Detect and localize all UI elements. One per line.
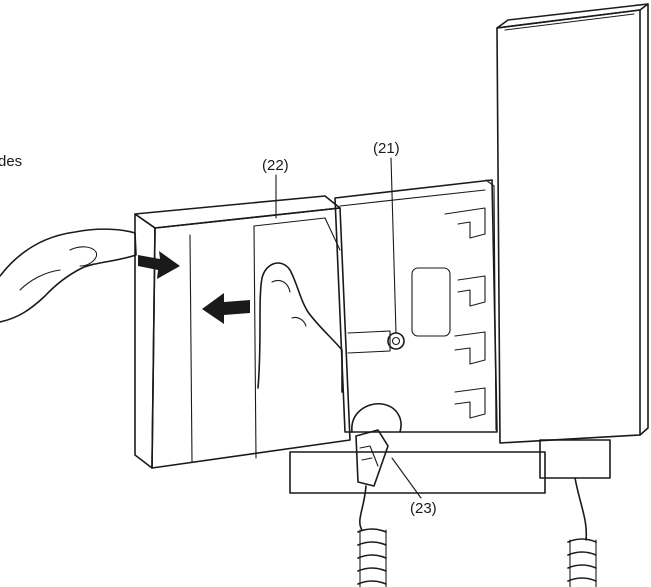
coiled-cable-right (567, 477, 597, 587)
label-22: (22) (262, 157, 289, 174)
frame-cutout (411, 267, 451, 337)
mounting-frame (334, 179, 498, 433)
label-23: (23) (410, 500, 437, 517)
handset (496, 3, 649, 444)
left-hand (0, 228, 137, 323)
label-21: (21) (373, 140, 400, 157)
arrow-right-icon (138, 251, 180, 279)
coiled-cable-left (357, 485, 387, 587)
cropped-text-fragment: des (0, 153, 22, 170)
thumb (257, 262, 343, 393)
front-cover (134, 195, 351, 469)
rj-connector-23 (351, 403, 402, 487)
slide-rail (347, 330, 391, 354)
leader-23 (391, 457, 422, 499)
wall-plate (289, 439, 611, 494)
frame-clips (444, 207, 486, 419)
leader-21 (390, 157, 397, 334)
arrow-left-icon (202, 293, 250, 324)
